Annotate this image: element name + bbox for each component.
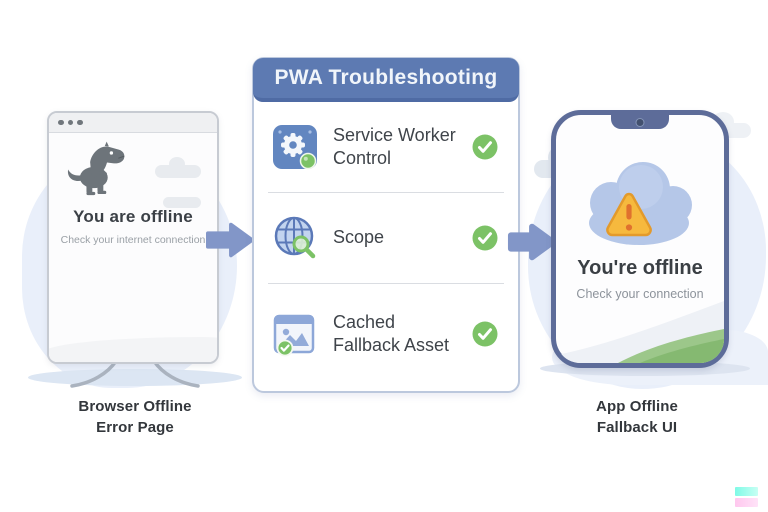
cloud-icon: [163, 197, 201, 208]
hill-decoration: [556, 301, 724, 363]
row-label-line2: Fallback Asset: [333, 335, 450, 355]
phone-caption-line2: Fallback UI: [596, 419, 678, 436]
window-control-dot: [77, 119, 83, 126]
card-title: PWA Troubleshooting: [274, 66, 498, 89]
browser-shadow: [28, 369, 242, 386]
scope-globe-icon: [274, 216, 316, 259]
browser-offline-heading: You are offline: [73, 207, 193, 226]
browser-caption-line1: Browser Offline: [78, 398, 192, 415]
card-row-cached-asset: Cached Fallback Asset: [254, 284, 518, 384]
check-icon: [472, 225, 498, 251]
window-control-dot: [67, 119, 73, 126]
flow-arrow-icon: [507, 223, 555, 261]
phone-mockup: You're offline Check your connection: [551, 110, 729, 368]
row-label: Cached Fallback Asset: [333, 311, 449, 357]
browser-titlebar: [49, 113, 217, 133]
window-control-dot: [58, 119, 64, 126]
sparkle-decoration: [126, 113, 132, 114]
service-worker-gear-icon: [273, 125, 317, 170]
phone-offline-heading: You're offline: [577, 257, 703, 279]
troubleshooting-card: PWA Troubleshooting Service Worker: [252, 57, 520, 393]
card-divider: [268, 192, 504, 193]
phone-camera-icon: [635, 117, 645, 127]
check-icon: [472, 134, 498, 160]
warning-triangle-icon: [606, 192, 652, 237]
browser-caption: Browser Offline Error Page: [40, 396, 230, 438]
phone-caption-line1: App Offline: [596, 398, 678, 415]
card-divider: [268, 283, 504, 284]
card-header: PWA Troubleshooting: [253, 58, 519, 102]
row-label: Service Worker Control: [333, 124, 456, 170]
browser-caption-line2: Error Page: [96, 419, 174, 436]
row-label-line1: Scope: [333, 227, 385, 248]
window-hill-decoration: [49, 337, 217, 362]
offline-cloud-warning-icon: [589, 162, 692, 245]
row-label-line1: Service Worker: [333, 124, 456, 145]
phone-offline-subheading: Check your connection: [576, 287, 704, 301]
phone-notch: [611, 115, 669, 129]
card-row-service-worker: Service Worker Control: [254, 102, 518, 192]
cloud-icon: [169, 157, 185, 171]
check-icon: [472, 321, 498, 347]
browser-offline-subheading: Check your internet connection: [60, 234, 206, 246]
row-label: Scope: [333, 226, 384, 249]
phone-caption: App Offline Fallback UI: [557, 396, 717, 438]
cloud-icon: [155, 165, 201, 178]
watermark-top: [735, 487, 758, 496]
browser-window: You are offline Check your internet conn…: [47, 111, 219, 364]
watermark: [735, 487, 758, 507]
cached-image-icon: [273, 314, 315, 357]
offline-dino-icon: [67, 141, 125, 196]
watermark-bottom: [735, 498, 758, 507]
row-label-line1: Cached: [333, 311, 396, 332]
phone-screen: You're offline Check your connection: [556, 115, 724, 363]
card-row-scope: Scope: [254, 193, 518, 283]
row-label-line2: Control: [333, 148, 392, 168]
flow-arrow-icon: [206, 222, 254, 258]
